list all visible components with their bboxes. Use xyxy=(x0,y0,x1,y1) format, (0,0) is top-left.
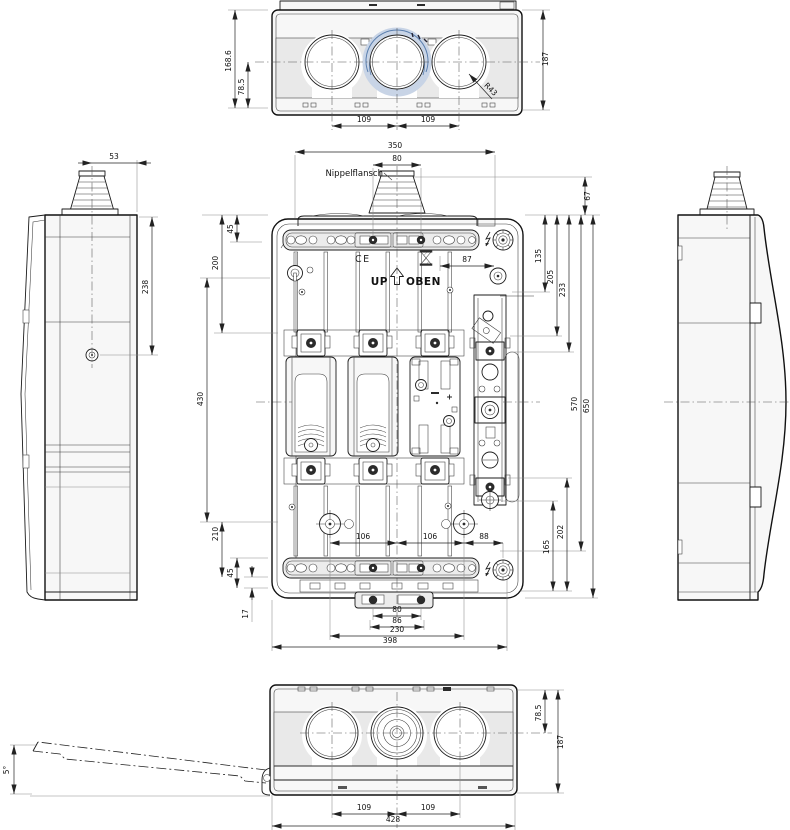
corner-screw-bottom-right xyxy=(492,559,514,581)
dim-front-570: 570 xyxy=(570,397,579,412)
right-side-view xyxy=(664,166,790,601)
keyed-symbol xyxy=(419,250,433,266)
left-side-view: 53 238 xyxy=(20,152,158,601)
ce-mark: CE xyxy=(355,254,371,265)
dim-front-650: 650 xyxy=(582,399,591,414)
dim-top-785: 78.5 xyxy=(237,78,246,95)
dim-front-86: 86 xyxy=(392,616,402,625)
dim-front-106r: 106 xyxy=(423,532,438,541)
dim-left-238: 238 xyxy=(141,280,150,295)
dim-front-135: 135 xyxy=(534,249,543,264)
dim-front-67: 67 xyxy=(583,191,592,201)
bottom-view: 5° 78.5 187 109 109 428 xyxy=(2,684,565,830)
open-lid-outline xyxy=(30,741,270,797)
dim-bottom-187: 187 xyxy=(556,735,565,750)
fuse-unit-2 xyxy=(347,251,399,557)
dim-front-210: 210 xyxy=(211,527,220,542)
dim-bottom-angle: 5° xyxy=(2,765,11,774)
pe-terminal-strip xyxy=(469,294,520,506)
dim-top-109r: 109 xyxy=(421,115,436,124)
dim-front-80-bot: 80 xyxy=(392,605,402,614)
dim-bottom-785: 78.5 xyxy=(534,704,543,721)
top-cable-entries xyxy=(301,27,490,98)
dim-front-88: 88 xyxy=(479,532,489,541)
mounting-bolt-right xyxy=(449,509,479,539)
dim-bottom-109r: 109 xyxy=(421,803,436,812)
up-label: UP xyxy=(371,276,388,288)
dim-front-80-top: 80 xyxy=(392,154,402,163)
dim-front-200: 200 xyxy=(211,256,220,271)
dim-top-109l: 109 xyxy=(357,115,372,124)
dim-bottom-428: 428 xyxy=(386,815,401,824)
dim-front-202: 202 xyxy=(556,525,565,540)
dim-front-17: 17 xyxy=(241,609,250,619)
top-view: 168.6 78.5 187 109 109 R43 xyxy=(224,0,550,130)
dim-bottom-109l: 109 xyxy=(357,803,372,812)
dim-front-87: 87 xyxy=(462,255,472,264)
dim-top-168: 168.6 xyxy=(224,50,233,72)
dim-front-233: 233 xyxy=(558,283,567,298)
dim-front-350: 350 xyxy=(388,141,403,150)
dim-front-205: 205 xyxy=(546,270,555,285)
dim-front-45-bot: 45 xyxy=(226,568,235,578)
dim-front-165: 165 xyxy=(542,540,551,555)
bottom-cable-entries xyxy=(302,705,490,766)
dim-front-230: 230 xyxy=(390,625,405,634)
dim-left-53: 53 xyxy=(109,152,119,161)
dim-front-106l: 106 xyxy=(356,532,371,541)
nippelflansch-label: Nippelflansch xyxy=(325,169,383,179)
dim-top-187: 187 xyxy=(541,52,550,67)
dim-front-430: 430 xyxy=(196,392,205,407)
dim-front-398: 398 xyxy=(383,636,398,645)
fuse-unit-1 xyxy=(285,251,337,557)
mounting-bolt-left xyxy=(315,509,345,539)
fuse-unit-3-open xyxy=(409,251,461,557)
oben-label: OBEN xyxy=(406,276,441,288)
front-view: CE UP OBEN 350 80 Nippelflansch 67 87 13… xyxy=(196,141,600,651)
corner-screw-top-right xyxy=(492,229,514,251)
dim-front-45-top: 45 xyxy=(226,224,235,234)
